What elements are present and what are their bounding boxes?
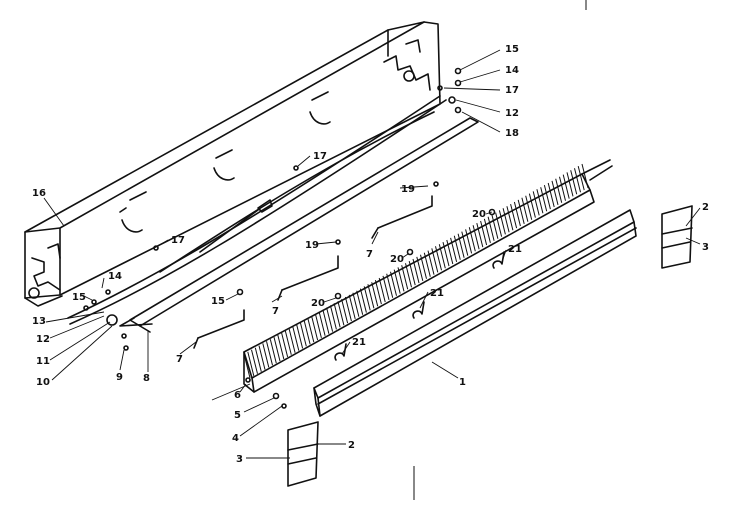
callout-1: 1 [459, 377, 466, 388]
callout-11: 11 [36, 356, 50, 367]
callout-17: 17 [505, 85, 519, 96]
callout-2: 2 [702, 202, 709, 213]
wire-clips [193, 195, 433, 349]
callout-21: 21 [352, 337, 366, 348]
callout-3: 3 [236, 454, 243, 465]
callout-7: 7 [366, 249, 373, 260]
callout-15: 15 [211, 296, 225, 307]
callout-12: 12 [505, 108, 519, 119]
callout-9: 9 [116, 372, 123, 383]
callout-labels: 15 14 17 12 18 16 17 17 19 20 19 7 20 21… [32, 44, 709, 465]
control-rod-assembly [67, 95, 447, 325]
callout-17: 17 [313, 151, 327, 162]
leader-lines [43, 49, 701, 459]
callout-18: 18 [505, 128, 519, 139]
callout-13: 13 [32, 316, 46, 327]
callout-10: 10 [36, 377, 50, 388]
callout-8: 8 [143, 373, 150, 384]
callout-3: 3 [702, 242, 709, 253]
scan-marks [413, 0, 587, 500]
callout-7: 7 [176, 354, 183, 365]
callout-15: 15 [505, 44, 519, 55]
callout-2: 2 [348, 440, 355, 451]
rear-housing-part [24, 21, 441, 307]
end-bracket-right [661, 205, 693, 269]
callout-20: 20 [311, 298, 325, 309]
callout-20: 20 [390, 254, 404, 265]
callout-15: 15 [72, 292, 86, 303]
callout-19: 19 [305, 240, 319, 251]
fasteners [83, 67, 496, 409]
callout-20: 20 [472, 209, 486, 220]
callout-14: 14 [505, 65, 519, 76]
end-bracket-bottom [287, 421, 319, 487]
callout-21: 21 [430, 288, 444, 299]
callout-14: 14 [108, 271, 122, 282]
heating-element-fins [243, 159, 613, 393]
callout-4: 4 [232, 433, 239, 444]
callout-19: 19 [401, 184, 415, 195]
callout-12: 12 [36, 334, 50, 345]
callout-17: 17 [171, 235, 185, 246]
spring-hooks [334, 251, 505, 361]
callout-5: 5 [234, 410, 241, 421]
callout-16: 16 [32, 188, 46, 199]
fin-hatching [243, 163, 589, 379]
callout-21: 21 [508, 244, 522, 255]
front-rail-part [313, 209, 637, 417]
callout-6: 6 [234, 390, 241, 401]
callout-7: 7 [272, 306, 279, 317]
